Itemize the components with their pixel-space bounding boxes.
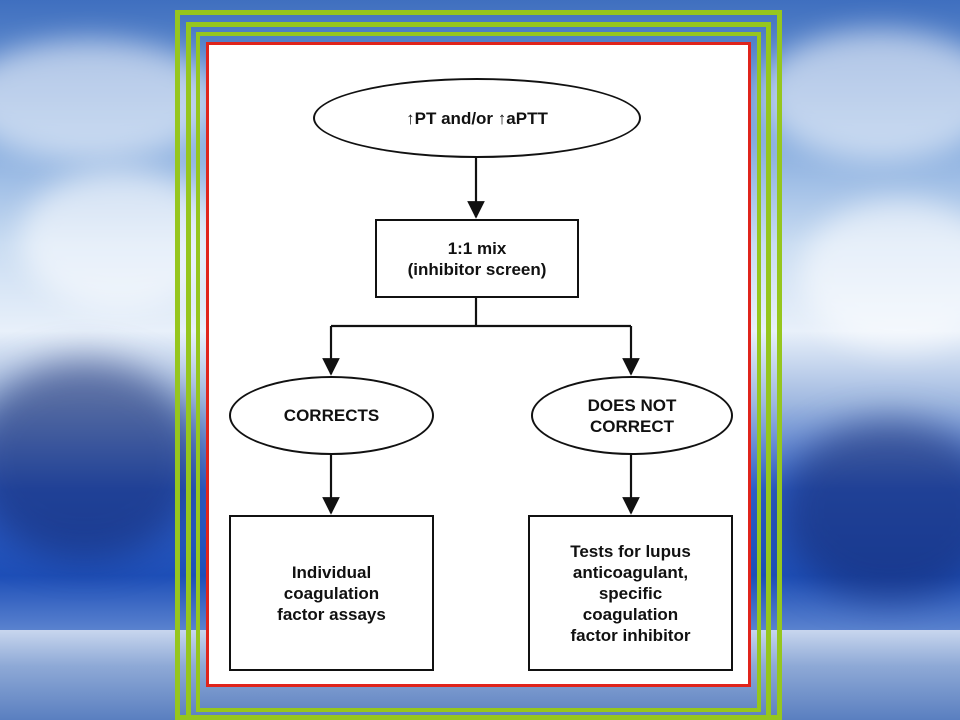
node-does-not-correct: DOES NOT CORRECT [531,376,733,455]
node-factor-assays: Individual coagulation factor assays [229,515,434,671]
node-lupus-inhibitor-tests: Tests for lupus anticoagulant, specific … [528,515,733,671]
connector-lines [322,158,640,515]
flowchart-panel: ↑PT and/or ↑aPTT 1:1 mix (inhibitor scre… [206,42,751,687]
node-pt-aptt-elevated: ↑PT and/or ↑aPTT [313,78,641,158]
middle-green-frame [186,22,771,720]
node-corrects: CORRECTS [229,376,434,455]
inner-green-frame [196,32,761,712]
node-mix-inhibitor-screen: 1:1 mix (inhibitor screen) [375,219,579,298]
